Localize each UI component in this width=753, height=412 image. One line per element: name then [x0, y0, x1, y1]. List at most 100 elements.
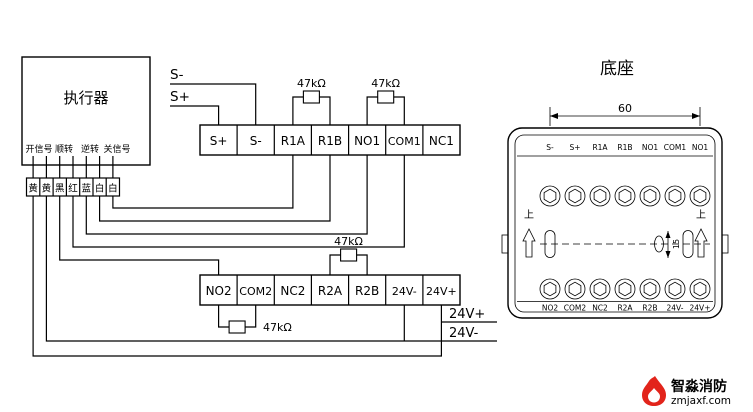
hex-screw	[639, 278, 661, 300]
resistor-no1-com1: 47kΩ	[366, 77, 405, 125]
hex-screw	[589, 185, 611, 207]
terminal-r1a: R1A	[281, 134, 306, 148]
base-screw-row-bottom	[539, 278, 711, 300]
wire-color-6: 白	[95, 183, 105, 195]
bus-s-plus-wire	[170, 105, 220, 125]
wire-color-3: 黑	[55, 184, 65, 195]
terminal-com1: COM1	[388, 135, 421, 148]
base-up-label-left: 上	[524, 209, 534, 221]
actuator-block: 执行器 开信号 顺转 逆转 关信号 黄 黄 黑 红 蓝 白 白	[21, 56, 151, 197]
signal-bus: S- S+	[170, 67, 257, 125]
base-bottom-labels: NO2 COM2 NC2 R2A R2B 24V- 24V+	[542, 304, 711, 313]
wiring-lines	[32, 155, 497, 357]
hex-screw	[539, 278, 561, 300]
bus-s-minus-wire	[170, 83, 257, 125]
bus-s-plus-label: S+	[170, 89, 190, 105]
wire-color-2: 黄	[42, 183, 52, 195]
base-label: NO1	[692, 143, 709, 152]
base-top-labels: S- S+ R1A R1B NO1 COM1 NO1	[546, 143, 708, 152]
up-arrow-icon	[522, 228, 536, 258]
hex-screw	[689, 278, 711, 300]
dim-width-value: 60	[618, 102, 632, 115]
hex-screw	[589, 278, 611, 300]
power-labels: 24V+ 24V-	[449, 307, 485, 341]
base-inner-outline	[514, 134, 716, 313]
up-arrow-icon	[694, 228, 708, 258]
terminal-s-plus: S+	[210, 134, 228, 148]
wire-terminal-dividers	[39, 178, 107, 196]
terminal-24v-plus: 24V+	[426, 285, 457, 298]
signal-label-ccw: 逆转	[81, 143, 99, 155]
resistor-body	[228, 320, 246, 334]
hex-screw	[664, 278, 686, 300]
terminal-r1b: R1B	[318, 134, 342, 148]
terminal-block-top: S+ S- R1A R1B NO1 COM1 NC1	[199, 124, 461, 156]
wire-yellow2-to-24v-minus	[45, 196, 497, 342]
base-center-hole	[654, 235, 664, 253]
base-label: NO2	[542, 304, 559, 313]
base-label: NO1	[642, 143, 659, 152]
resistor-body	[377, 90, 395, 104]
signal-label-cw: 顺转	[55, 143, 73, 155]
terminal-com2: COM2	[239, 285, 272, 298]
terminal-r2b: R2B	[355, 284, 379, 298]
base-slot-right	[682, 230, 694, 258]
signal-label-close: 关信号	[103, 143, 130, 155]
terminal-r2a: R2A	[318, 284, 343, 298]
base-label: S-	[546, 143, 554, 152]
actuator-wire-stubs	[32, 156, 114, 178]
wire-yellow1-to-24v-plus	[32, 196, 442, 357]
terminal-nc1: NC1	[429, 134, 454, 148]
power-24v-plus-label: 24V+	[449, 307, 485, 322]
terminal-block-bottom-dividers	[236, 275, 424, 305]
wire-white2-to-r1a	[112, 155, 294, 209]
dim-arrow-down	[665, 251, 671, 258]
wire-blue-to-no1	[85, 155, 368, 235]
wire-color-7: 白	[108, 183, 118, 195]
base-label: NC2	[592, 304, 608, 313]
terminal-no1: NO1	[354, 134, 380, 148]
base-side-tab-left	[501, 234, 509, 254]
hex-screw	[664, 185, 686, 207]
flame-icon-inner	[648, 388, 660, 403]
resistor-r2a-r2b: 47kΩ	[329, 235, 368, 275]
terminal-s-minus: S-	[250, 134, 262, 148]
terminal-24v-minus: 24V-	[392, 285, 417, 298]
resistor-body	[340, 248, 358, 262]
hex-screw	[689, 185, 711, 207]
base-label: S+	[569, 143, 580, 152]
base-label: COM1	[664, 143, 687, 152]
resistor-r1a-r1b: 47kΩ	[292, 77, 331, 125]
base-label: 24V+	[690, 304, 711, 313]
base-dim-width: 60	[549, 102, 701, 126]
wire-black-to-no2	[59, 196, 220, 275]
watermark: 智淼消防 zmjaxf.com	[642, 376, 731, 407]
base-outer-outline	[507, 127, 723, 319]
dim-arrow-up	[665, 231, 671, 238]
watermark-brand: 智淼消防	[670, 378, 727, 395]
actuator-title: 执行器	[63, 89, 108, 107]
hex-screw	[539, 185, 561, 207]
base-title: 底座	[600, 59, 634, 79]
terminal-block-top-dividers	[236, 125, 424, 155]
base-label: R1A	[592, 143, 608, 152]
dim-extension-lines	[549, 107, 701, 126]
dim-arrow-right	[692, 113, 700, 119]
base-label: R2A	[617, 304, 633, 313]
base-drawing: 底座 60 S- S+ R1A R1B NO1 COM1 NO1	[501, 59, 729, 319]
wire-red-to-com1	[72, 155, 405, 248]
hex-screw	[614, 185, 636, 207]
terminal-nc2: NC2	[280, 284, 305, 298]
resistor-value: 47kΩ	[371, 77, 400, 90]
resistor-value: 47kΩ	[334, 235, 363, 248]
bus-s-minus-label: S-	[170, 67, 184, 83]
watermark-site: zmjaxf.com	[671, 395, 731, 407]
base-label: COM2	[564, 304, 587, 313]
base-slot-left	[544, 230, 556, 258]
base-label: R2B	[642, 304, 657, 313]
base-screw-row-top	[539, 185, 711, 207]
base-dim-height: 15	[665, 231, 681, 258]
signal-label-open: 开信号	[25, 143, 52, 155]
